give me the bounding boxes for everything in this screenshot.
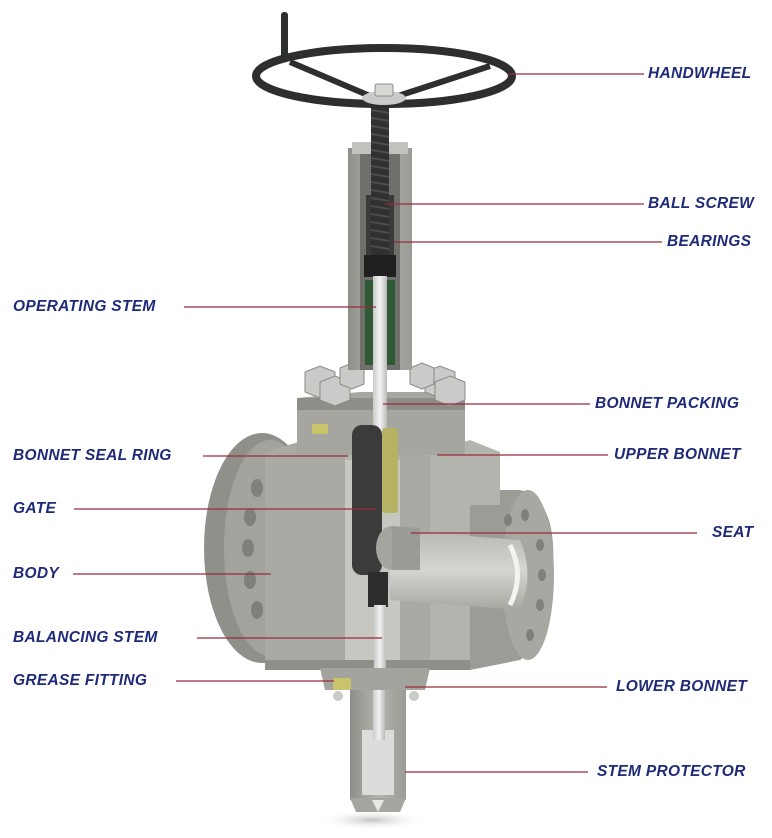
handwheel-shape xyxy=(252,12,516,108)
label-bonnet-seal-ring: BONNET SEAL RING xyxy=(13,447,172,464)
label-upper-bonnet: UPPER BONNET xyxy=(614,446,741,463)
label-handwheel: HANDWHEEL xyxy=(648,65,752,82)
label-bonnet-packing: BONNET PACKING xyxy=(595,395,740,412)
leader-lines xyxy=(73,73,697,773)
label-operating-stem: OPERATING STEM xyxy=(13,298,156,315)
label-gate: GATE xyxy=(13,500,57,517)
ball-screw xyxy=(366,100,394,270)
lower-bonnet xyxy=(320,668,430,701)
label-ball-screw: BALL SCREW xyxy=(648,195,755,212)
gate-assembly xyxy=(352,425,420,607)
label-stem-protector: STEM PROTECTOR xyxy=(597,763,746,780)
ground-shadow xyxy=(317,810,427,830)
actuator-housing xyxy=(348,100,412,476)
label-grease-fitting: GREASE FITTING xyxy=(13,672,148,689)
label-lower-bonnet: LOWER BONNET xyxy=(616,678,748,695)
label-bearings: BEARINGS xyxy=(667,233,752,250)
stem-protector-shape xyxy=(350,690,406,812)
label-seat: SEAT xyxy=(712,524,754,541)
label-balancing-stem: BALANCING STEM xyxy=(13,629,158,646)
label-body: BODY xyxy=(13,565,59,582)
